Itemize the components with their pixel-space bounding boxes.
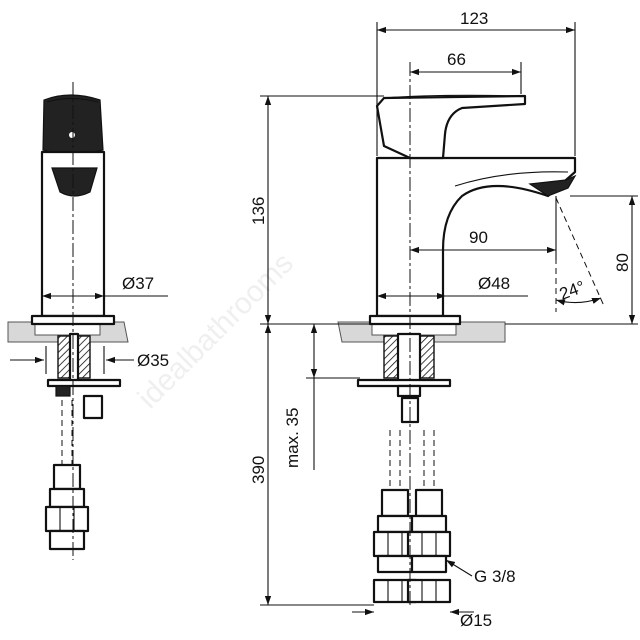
label-thread: G 3/8 <box>474 567 516 586</box>
fixing-plate-left <box>46 378 122 388</box>
dim-spout-reach: 90 <box>469 228 488 247</box>
front-fitting-left <box>380 488 410 518</box>
dim-height-above-counter: 136 <box>249 197 268 225</box>
dim-body-diameter-front: Ø48 <box>478 274 510 293</box>
front-lever <box>375 94 527 160</box>
mounting-nut-right <box>383 335 399 379</box>
dim-spout-height: 80 <box>613 253 632 272</box>
side-view: Ø37 Ø35 <box>7 82 169 560</box>
dim-body-diameter-side: Ø37 <box>122 274 154 293</box>
dim-spout-angle: 24° <box>557 277 588 304</box>
front-fitting-right <box>414 488 444 518</box>
side-fitting <box>52 463 82 491</box>
watermark: idealbathrooms <box>132 247 300 415</box>
mounting-nut-left <box>57 335 71 379</box>
dim-connector-diameter: Ø15 <box>460 611 492 630</box>
dim-max-counter-thickness: max. 35 <box>283 408 302 468</box>
indicator-dot <box>69 132 75 138</box>
dim-hole-diameter: Ø35 <box>137 351 169 370</box>
aerator <box>51 167 98 197</box>
dim-hose-length: 390 <box>249 456 268 484</box>
front-view <box>337 62 577 605</box>
spout-tip <box>528 174 577 197</box>
dim-lever-offset: 66 <box>447 50 466 69</box>
dim-overall-length: 123 <box>460 9 488 28</box>
